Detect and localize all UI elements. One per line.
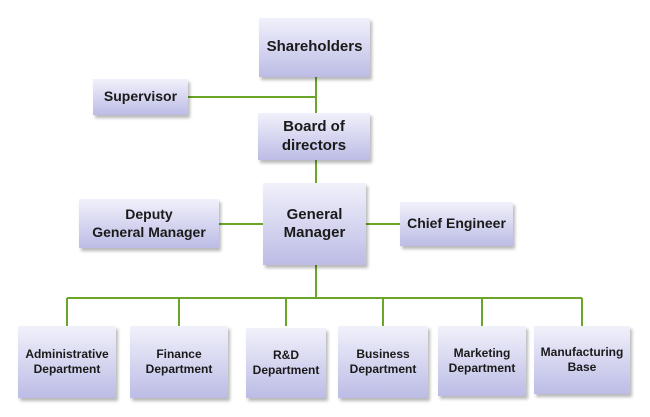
- department-finance: Finance Department: [130, 326, 228, 398]
- department-marketing: Marketing Department: [438, 326, 526, 396]
- department-business: Business Department: [338, 326, 428, 398]
- deputy-general-manager-box: Deputy General Manager: [79, 199, 219, 248]
- shareholders-box: Shareholders: [259, 18, 370, 77]
- chief-engineer-box: Chief Engineer: [400, 202, 513, 246]
- board-of-directors-box: Board of directors: [258, 113, 370, 160]
- supervisor-box: Supervisor: [93, 79, 188, 115]
- department-rnd: R&D Department: [246, 328, 326, 398]
- department-manufacturing: Manufacturing Base: [534, 326, 630, 394]
- department-administrative: Administrative Department: [18, 326, 116, 398]
- general-manager-box: General Manager: [263, 183, 366, 265]
